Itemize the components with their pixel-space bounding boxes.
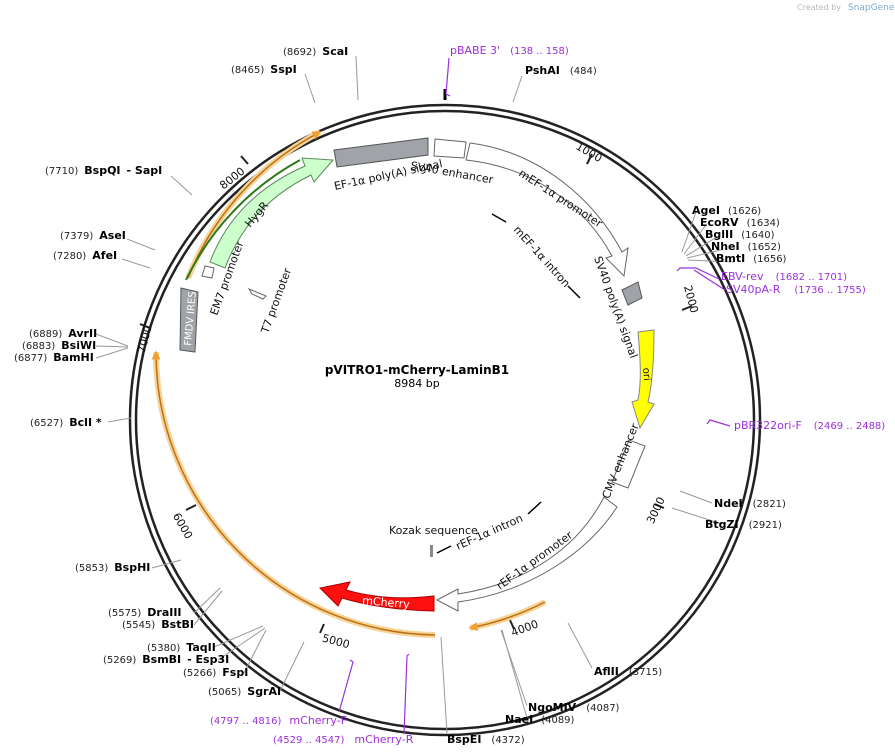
primer-mcherry-r[interactable]: (4529 .. 4547)mCherry-R bbox=[273, 733, 414, 746]
enzyme-bamhi[interactable]: (6877)BamHI bbox=[14, 351, 94, 364]
enzyme-afei[interactable]: (7280)AfeI bbox=[53, 249, 117, 262]
fmdv-ires-label: FMDV IRES bbox=[183, 291, 199, 346]
enzyme-bsphi[interactable]: (5853)BspHI bbox=[75, 561, 150, 574]
enzyme-btgzi[interactable]: BtgZI(2921) bbox=[705, 518, 782, 531]
tick-7000: 7000 bbox=[135, 324, 155, 354]
enzyme-draiii[interactable]: (5575)DraIII bbox=[108, 606, 182, 619]
mef1a-promoter-label: mEF-1α promoter bbox=[516, 167, 605, 231]
enzyme-ngomiv[interactable]: NgoMIV(4087) bbox=[528, 701, 620, 714]
ref1a-intron-end-bar bbox=[527, 501, 542, 515]
enzyme-bspqi[interactable]: (7710)BspQI- SapI bbox=[45, 164, 162, 177]
ori-feature[interactable] bbox=[631, 329, 655, 430]
kozak-feature[interactable] bbox=[430, 545, 433, 557]
enzyme-ndei[interactable]: NdeI(2821) bbox=[714, 497, 786, 510]
mef1a-promoter-feature[interactable] bbox=[465, 142, 629, 278]
hygr-coding-arc bbox=[185, 159, 301, 281]
sv40-polya-label: SV40 poly(A) signal bbox=[591, 255, 640, 360]
enzyme-fspi[interactable]: (5266)FspI bbox=[183, 666, 248, 679]
mcherry-feature[interactable] bbox=[318, 581, 435, 612]
enzyme-bmti[interactable]: BmtI(1656) bbox=[716, 252, 787, 265]
enzyme-pshai[interactable]: PshAI(484) bbox=[525, 64, 597, 77]
t7-promoter-label: T7 promoter bbox=[258, 266, 294, 336]
mef1a-intron-end-bar bbox=[567, 285, 581, 299]
enzyme-asei[interactable]: (7379)AseI bbox=[60, 229, 126, 242]
enzyme-agei[interactable]: AgeI(1626) bbox=[692, 204, 761, 217]
enzyme-sspi[interactable]: (8465)SspI bbox=[231, 63, 297, 76]
cmv-enhancer-feature[interactable] bbox=[611, 439, 646, 489]
primer-mcherry-f[interactable]: (4797 .. 4816)mCherry-F bbox=[210, 714, 347, 727]
backbone-inner-strand bbox=[134, 109, 756, 731]
fmdv-ires-feature[interactable] bbox=[179, 287, 199, 353]
highlight-arc-mcherry-region bbox=[153, 351, 436, 638]
primer-leader-lines bbox=[338, 57, 731, 735]
primer-labels: pBABE 3'(138 .. 158) EBV-rev(1682 .. 170… bbox=[210, 44, 885, 746]
brand-created-by: Created by bbox=[797, 3, 841, 12]
enzyme-aflii[interactable]: AflII(3715) bbox=[594, 665, 662, 678]
enzyme-taqii[interactable]: (5380)TaqII bbox=[147, 641, 216, 654]
kozak-label: Kozak sequence bbox=[389, 524, 478, 537]
enzyme-bcli[interactable]: (6527)BclI * bbox=[30, 416, 102, 429]
enzyme-bstbi[interactable]: (5545)BstBI bbox=[122, 618, 194, 631]
tick-3000: 3000 bbox=[644, 495, 668, 526]
sv40-enhancer-label: SV40 enhancer bbox=[409, 159, 494, 186]
enzyme-labels: (8692)ScaI (8465)SspI PshAI(484) (7710)B… bbox=[14, 45, 787, 746]
sv40-polya-feature[interactable] bbox=[621, 281, 643, 306]
sv40-enhancer-feature[interactable] bbox=[433, 138, 467, 159]
tick-4000: 4000 bbox=[509, 617, 540, 639]
ref1a-promoter-feature[interactable] bbox=[435, 496, 618, 612]
enzyme-nhei[interactable]: NheI(1652) bbox=[711, 240, 781, 253]
primer-pbabe3[interactable]: pBABE 3'(138 .. 158) bbox=[450, 44, 569, 57]
primer-ebv-rev[interactable]: EBV-rev(1682 .. 1701) bbox=[721, 270, 847, 283]
t7-promoter-feature[interactable] bbox=[247, 287, 267, 300]
mcherry-label: mCherry bbox=[362, 594, 411, 611]
enzyme-bspei[interactable]: BspEI(4372) bbox=[447, 733, 525, 746]
tick-6000: 6000 bbox=[170, 511, 195, 542]
ori-label: ori bbox=[640, 367, 652, 381]
enzyme-leader-lines bbox=[95, 55, 735, 734]
enzyme-avrii[interactable]: (6889)AvrII bbox=[29, 327, 97, 340]
mef1a-intron-label: mEF-1α intron bbox=[511, 223, 573, 290]
plasmid-name: pVITRO1-mCherry-LaminB1 bbox=[325, 363, 509, 377]
enzyme-sgrai[interactable]: (5065)SgrAI bbox=[208, 685, 281, 698]
enzyme-bsiwi[interactable]: (6883)BsiWI bbox=[22, 339, 96, 352]
tick-group: 1000 2000 3000 4000 5000 6000 7000 8000 bbox=[135, 140, 701, 652]
enzyme-scai[interactable]: (8692)ScaI bbox=[283, 45, 348, 58]
highlight-arcs bbox=[151, 129, 547, 638]
enzyme-ecorv[interactable]: EcoRV(1634) bbox=[700, 216, 780, 229]
em7-promoter-feature[interactable] bbox=[201, 265, 215, 279]
enzyme-naei[interactable]: NaeI(4089) bbox=[505, 713, 575, 726]
ref1a-intron-start-bar bbox=[436, 545, 452, 554]
primer-sv40pa-r[interactable]: SV40pA-R(1736 .. 1755) bbox=[726, 283, 866, 296]
enzyme-bglii[interactable]: BglII(1640) bbox=[705, 228, 775, 241]
brand-name: SnapGene bbox=[848, 3, 895, 13]
ef1a-polya-feature[interactable] bbox=[333, 137, 429, 168]
primer-pbr322ori-f[interactable]: pBR322ori-F(2469 .. 2488) bbox=[734, 419, 885, 432]
enzyme-bsmbi[interactable]: (5269)BsmBI- Esp3I bbox=[103, 653, 229, 666]
tick-5000: 5000 bbox=[321, 632, 351, 652]
mef1a-intron-start-bar bbox=[491, 213, 507, 223]
hygr-feature[interactable] bbox=[209, 157, 335, 269]
backbone-outer-strand bbox=[128, 103, 762, 737]
plasmid-length: 8984 bp bbox=[394, 377, 439, 390]
